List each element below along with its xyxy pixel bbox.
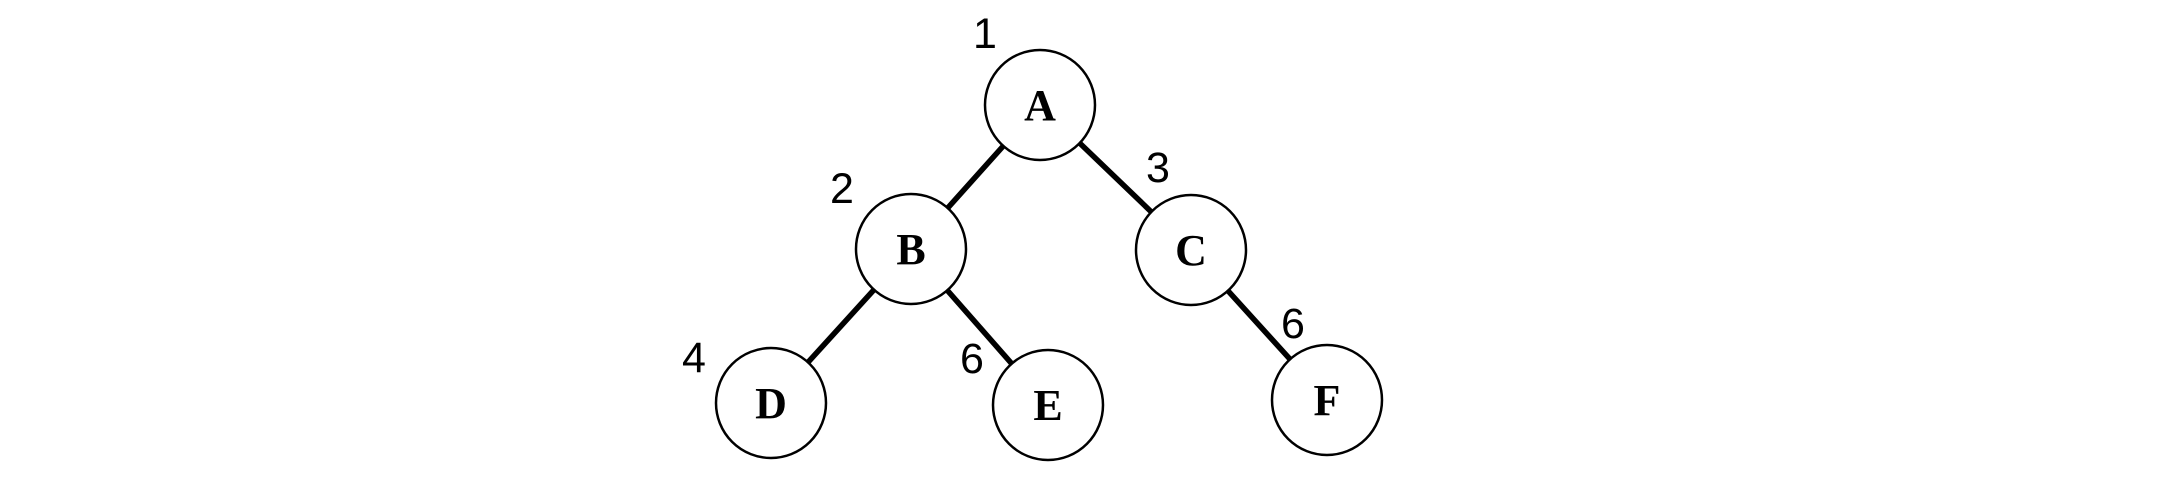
node-F-circle bbox=[1270, 343, 1384, 457]
node-D-annotation: 4 bbox=[682, 334, 706, 382]
node-C-label: C bbox=[1175, 226, 1207, 275]
node-E-circle bbox=[991, 348, 1105, 462]
node-B-circle bbox=[854, 192, 968, 306]
tree-node-C: C bbox=[1134, 193, 1248, 307]
tree-node-B: B bbox=[854, 192, 968, 306]
node-B-label: B bbox=[896, 225, 925, 274]
node-A-annotation: 1 bbox=[973, 10, 997, 58]
tree-node-F: F bbox=[1270, 343, 1384, 457]
node-B-annotation: 2 bbox=[830, 165, 854, 213]
node-C-annotation: 3 bbox=[1146, 144, 1170, 192]
node-E-label: E bbox=[1033, 381, 1062, 430]
node-A-label: A bbox=[1024, 81, 1056, 130]
tree-annotations: 1 2 3 4 6 6 bbox=[682, 10, 1305, 383]
node-F-annotation: 6 bbox=[1281, 300, 1305, 348]
tree-node-D: D bbox=[714, 346, 828, 460]
node-D-circle bbox=[714, 346, 828, 460]
node-E-annotation: 6 bbox=[960, 335, 984, 383]
node-A-circle bbox=[983, 48, 1097, 162]
tree-node-E: E bbox=[991, 348, 1105, 462]
tree-node-A: A bbox=[983, 48, 1097, 162]
node-D-label: D bbox=[755, 379, 787, 428]
node-F-label: F bbox=[1314, 376, 1341, 425]
node-C-circle bbox=[1134, 193, 1248, 307]
